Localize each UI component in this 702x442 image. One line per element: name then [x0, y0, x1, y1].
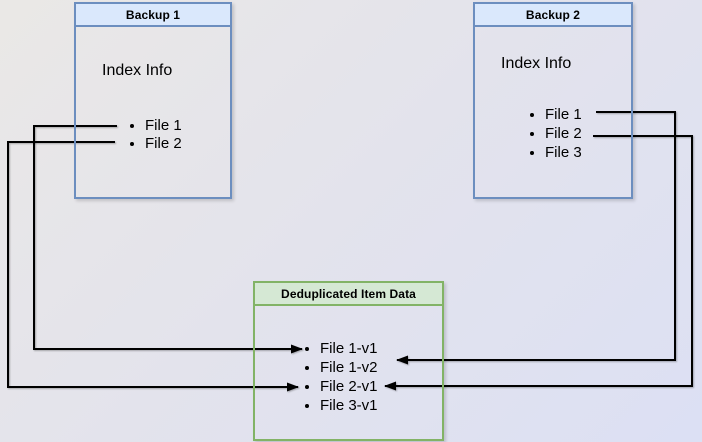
list-item: File 3 — [545, 143, 582, 162]
backup2-body: Index Info File 1File 2File 3 — [475, 27, 631, 197]
backup2-header: Backup 2 — [475, 4, 631, 27]
list-item: File 2-v1 — [320, 377, 378, 396]
backup2-index-info-label: Index Info — [501, 55, 572, 72]
backup1-header: Backup 1 — [76, 4, 230, 27]
backup1-body: Index Info File 1File 2 — [76, 27, 230, 197]
backup1-file-list: File 1File 2 — [76, 117, 182, 153]
dedup-title: Deduplicated Item Data — [281, 286, 416, 301]
dedup-body: File 1-v1File 1-v2File 2-v1File 3-v1 — [255, 306, 442, 439]
list-item: File 3-v1 — [320, 396, 378, 415]
dedup-header: Deduplicated Item Data — [255, 283, 442, 306]
list-item: File 1-v1 — [320, 339, 378, 358]
backup2-title: Backup 2 — [525, 7, 581, 22]
backup1-box: Backup 1 Index Info File 1File 2 — [74, 2, 232, 199]
list-item: File 1-v2 — [320, 358, 378, 377]
list-item: File 1 — [545, 105, 582, 124]
backup1-title: Backup 1 — [125, 7, 181, 22]
backup1-index-info-label: Index Info — [102, 62, 173, 79]
backup2-box: Backup 2 Index Info File 1File 2File 3 — [473, 2, 633, 199]
deduplicated-item-data-box: Deduplicated Item Data File 1-v1File 1-v… — [253, 281, 444, 441]
list-item: File 2 — [145, 135, 182, 153]
list-item: File 2 — [545, 124, 582, 143]
backup2-file-list: File 1File 2File 3 — [475, 105, 582, 162]
list-item: File 1 — [145, 117, 182, 135]
dedup-file-list: File 1-v1File 1-v2File 2-v1File 3-v1 — [255, 339, 378, 415]
